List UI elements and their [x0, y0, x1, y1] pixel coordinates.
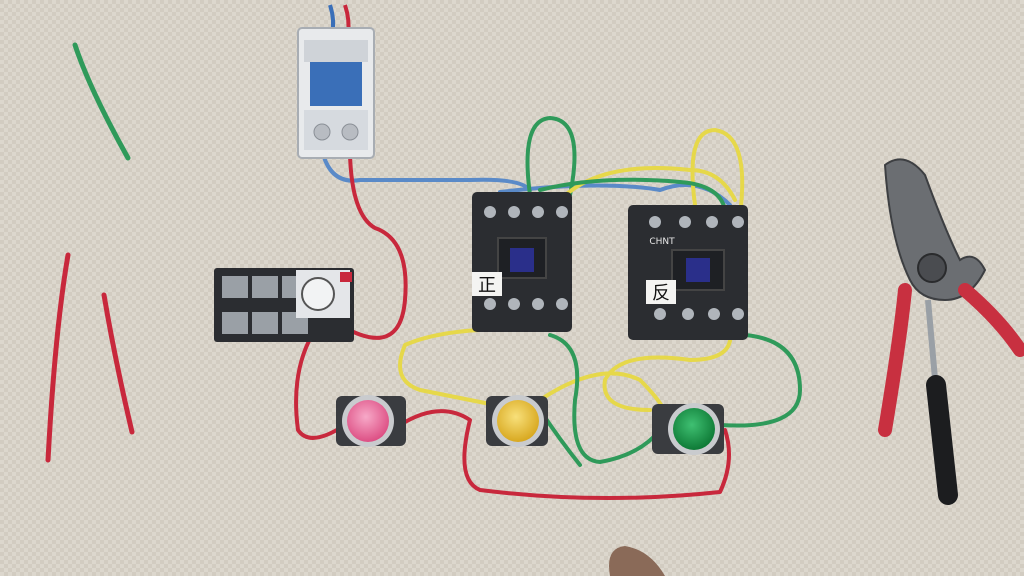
yellow-wire-mid — [538, 371, 667, 414]
stop-push-button — [336, 395, 406, 447]
wiring — [294, 116, 802, 501]
green-wire-cross — [538, 177, 727, 212]
yellow-push-button — [486, 395, 548, 447]
overload-dial — [301, 277, 335, 311]
circuit-breaker — [297, 4, 375, 159]
reverse-brand: CHNT — [649, 237, 675, 247]
loose-red-wire-1 — [45, 252, 71, 463]
red-wire-breaker — [338, 153, 408, 340]
contactor-reverse: CHNT 反 — [628, 205, 748, 340]
forward-label: 正 — [478, 275, 496, 296]
yellow-wire-right — [602, 328, 733, 412]
contactor-forward: 正 — [472, 192, 572, 332]
loose-red-wire-2 — [101, 292, 135, 435]
wire-stripper-tool — [878, 158, 1024, 505]
green-loop-forward — [525, 116, 577, 197]
green-wire-right — [718, 333, 802, 428]
red-wire-stop — [398, 409, 731, 501]
green-wire-lower — [548, 333, 662, 464]
red-wire-overload — [294, 328, 347, 440]
thermal-overload-relay — [214, 268, 354, 342]
blue-wire-top — [320, 148, 532, 192]
finger — [609, 546, 665, 576]
loose-green-wire — [72, 42, 131, 161]
reverse-label: 反 — [652, 283, 670, 304]
green-push-button — [652, 403, 724, 455]
breaker-toggle — [310, 62, 362, 106]
yellow-loop-reverse — [690, 128, 745, 217]
